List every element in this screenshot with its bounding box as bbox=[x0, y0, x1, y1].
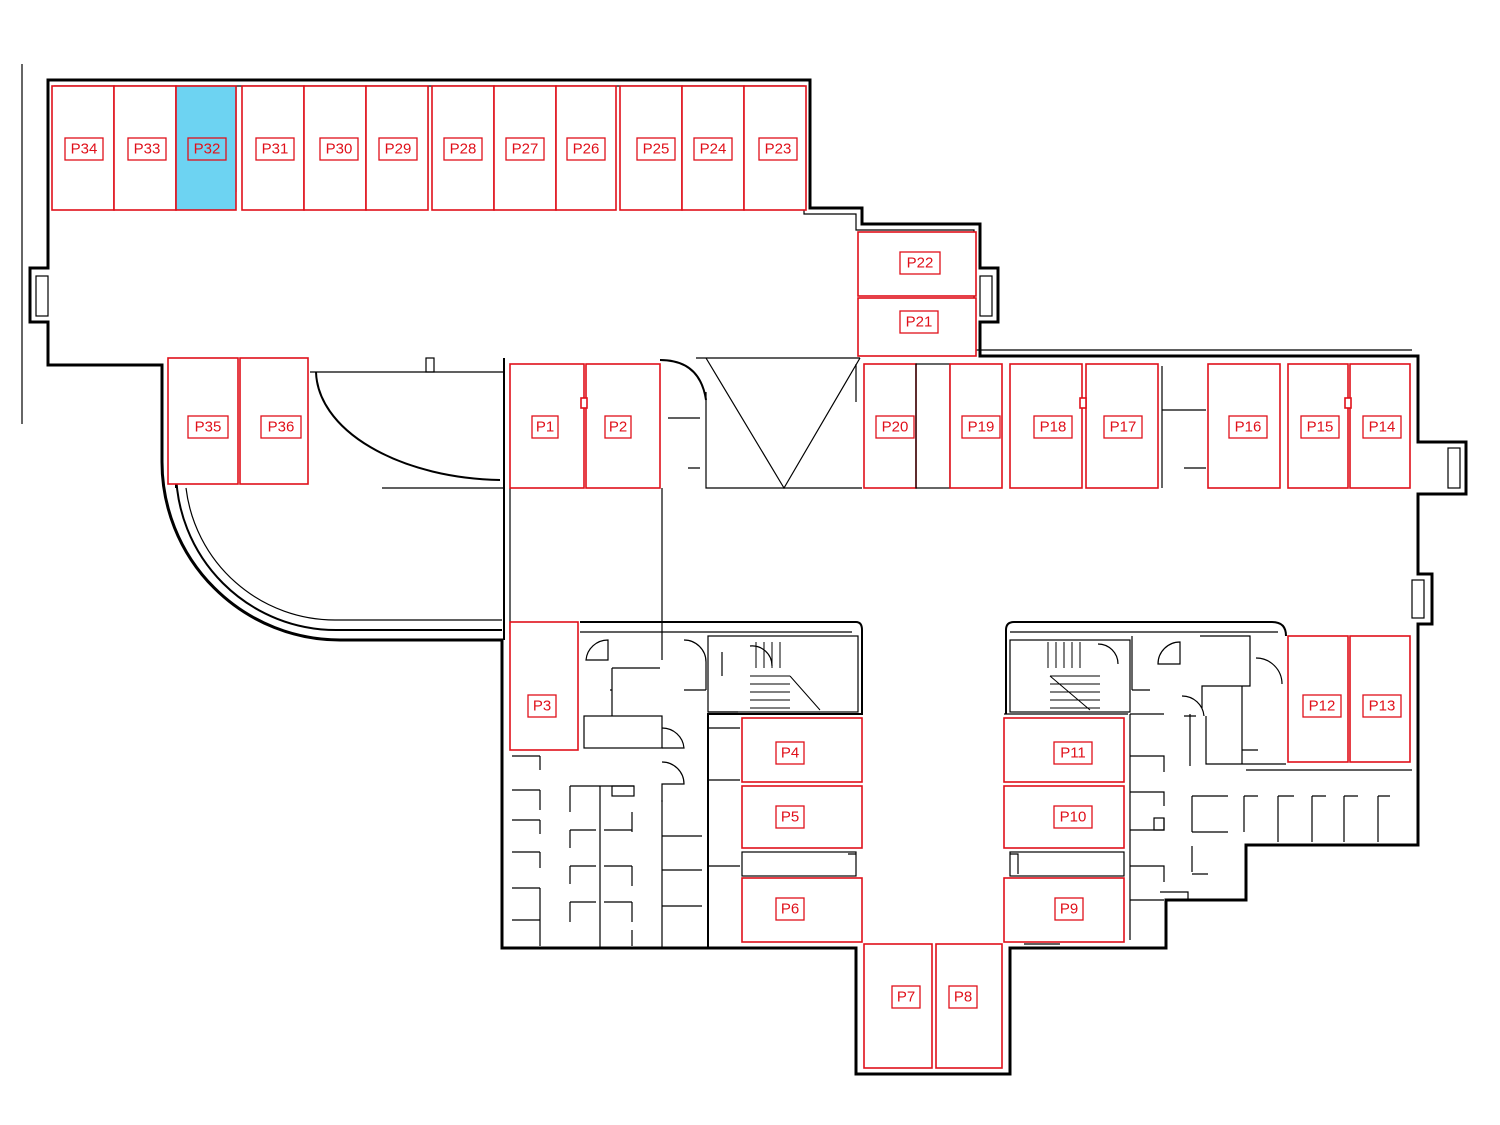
space-P15[interactable]: P15 bbox=[1287, 363, 1349, 489]
space-P22[interactable]: P22 bbox=[857, 231, 977, 297]
west-ledge bbox=[741, 851, 857, 877]
column bbox=[425, 357, 435, 373]
svg-text:P18: P18 bbox=[1040, 419, 1067, 436]
space-P18[interactable]: P18 bbox=[1009, 363, 1083, 489]
svg-text:P1: P1 bbox=[536, 419, 554, 436]
svg-text:P23: P23 bbox=[765, 141, 792, 158]
space-P2[interactable]: P2 bbox=[585, 363, 661, 489]
svg-text:P15: P15 bbox=[1307, 419, 1334, 436]
space-P35[interactable]: P35 bbox=[167, 357, 239, 485]
space-P4[interactable]: P4 bbox=[741, 717, 863, 783]
space-P29[interactable]: P29 bbox=[365, 85, 429, 211]
building-walls bbox=[21, 64, 1468, 1076]
svg-text:P2: P2 bbox=[609, 419, 627, 436]
space-P19[interactable]: P19 bbox=[949, 363, 1003, 489]
right-bay-north bbox=[979, 275, 993, 317]
space-P28[interactable]: P28 bbox=[431, 85, 495, 211]
column-marker bbox=[580, 397, 588, 409]
svg-text:P3: P3 bbox=[533, 698, 551, 715]
space-P23[interactable]: P23 bbox=[743, 85, 807, 211]
ramp-triangle bbox=[705, 357, 861, 490]
svg-text:P7: P7 bbox=[897, 989, 915, 1006]
column-marker bbox=[1344, 397, 1352, 409]
space-P21[interactable]: P21 bbox=[857, 297, 977, 357]
curved-ramp-wall bbox=[175, 469, 502, 631]
svg-text:P24: P24 bbox=[700, 141, 727, 158]
space-P27[interactable]: P27 bbox=[493, 85, 557, 211]
space-P16[interactable]: P16 bbox=[1207, 363, 1281, 489]
space-P31[interactable]: P31 bbox=[241, 85, 305, 211]
svg-text:P4: P4 bbox=[781, 745, 799, 762]
right-bay-mid bbox=[1411, 579, 1425, 619]
svg-text:P21: P21 bbox=[906, 314, 933, 331]
svg-text:P6: P6 bbox=[781, 901, 799, 918]
east-ledge bbox=[1009, 851, 1125, 877]
svg-text:P19: P19 bbox=[968, 419, 995, 436]
svg-text:P29: P29 bbox=[385, 141, 412, 158]
vestibule-curve bbox=[315, 371, 501, 481]
space-P10[interactable]: P10 bbox=[1003, 785, 1125, 849]
ramp-frame bbox=[696, 357, 862, 489]
svg-text:P5: P5 bbox=[781, 809, 799, 826]
space-P30[interactable]: P30 bbox=[303, 85, 367, 211]
left-bay bbox=[35, 275, 49, 317]
space-P24[interactable]: P24 bbox=[681, 85, 745, 211]
ramp-ticks bbox=[668, 417, 700, 469]
svg-text:P25: P25 bbox=[643, 141, 670, 158]
svg-text:P33: P33 bbox=[134, 141, 161, 158]
svg-text:P11: P11 bbox=[1060, 745, 1086, 762]
space-P33[interactable]: P33 bbox=[113, 85, 177, 211]
space-P26[interactable]: P26 bbox=[555, 85, 617, 211]
space-P36[interactable]: P36 bbox=[239, 357, 309, 485]
gap-bay bbox=[915, 363, 951, 489]
space-P14[interactable]: P14 bbox=[1349, 363, 1411, 489]
svg-text:P9: P9 bbox=[1060, 901, 1078, 918]
space-P17[interactable]: P17 bbox=[1085, 363, 1159, 489]
outer-wall bbox=[28, 78, 1468, 1076]
svg-text:P30: P30 bbox=[326, 141, 353, 158]
svg-text:P10: P10 bbox=[1060, 809, 1087, 826]
space-P8[interactable]: P8 bbox=[935, 943, 1003, 1069]
vestibule-box bbox=[310, 371, 505, 489]
svg-text:P22: P22 bbox=[907, 255, 934, 272]
space-P12[interactable]: P12 bbox=[1287, 635, 1349, 763]
svg-text:P27: P27 bbox=[512, 141, 539, 158]
svg-text:P13: P13 bbox=[1369, 698, 1396, 715]
svg-text:P31: P31 bbox=[262, 141, 289, 158]
svg-text:P36: P36 bbox=[268, 419, 295, 436]
space-P32[interactable]: P32 bbox=[175, 85, 237, 211]
svg-text:P20: P20 bbox=[882, 419, 909, 436]
space-P13[interactable]: P13 bbox=[1349, 635, 1411, 763]
svg-text:P28: P28 bbox=[450, 141, 477, 158]
space-P11[interactable]: P11 bbox=[1003, 717, 1125, 783]
curved-ramp-inner bbox=[185, 487, 502, 621]
space-P9[interactable]: P9 bbox=[1003, 877, 1125, 943]
west-core bbox=[512, 621, 863, 948]
gap-walls bbox=[1161, 366, 1206, 488]
space-P7[interactable]: P7 bbox=[863, 943, 933, 1069]
svg-text:P34: P34 bbox=[71, 141, 98, 158]
svg-text:P8: P8 bbox=[954, 989, 972, 1006]
right-bay-top bbox=[1447, 447, 1461, 489]
svg-text:P26: P26 bbox=[573, 141, 600, 158]
svg-text:P16: P16 bbox=[1235, 419, 1262, 436]
space-P25[interactable]: P25 bbox=[619, 85, 683, 211]
svg-text:P17: P17 bbox=[1110, 419, 1137, 436]
space-P1[interactable]: P1 bbox=[509, 363, 585, 489]
ramp-curve bbox=[659, 359, 707, 401]
space-P6[interactable]: P6 bbox=[741, 877, 863, 943]
svg-text:P12: P12 bbox=[1309, 698, 1336, 715]
svg-text:P14: P14 bbox=[1369, 419, 1396, 436]
space-P20[interactable]: P20 bbox=[863, 363, 917, 489]
parking-spaces: P34 P33 P32 P31 P30 P29 P28 P27 P26 P25 … bbox=[51, 85, 1411, 1069]
space-P34[interactable]: P34 bbox=[51, 85, 115, 211]
svg-text:P35: P35 bbox=[195, 419, 222, 436]
space-P3[interactable]: P3 bbox=[509, 621, 579, 751]
east-core bbox=[1004, 621, 1412, 940]
east-ledges bbox=[848, 853, 1019, 874]
column-marker bbox=[1079, 397, 1087, 409]
space-P5[interactable]: P5 bbox=[741, 785, 863, 849]
svg-text:P32: P32 bbox=[194, 141, 221, 158]
